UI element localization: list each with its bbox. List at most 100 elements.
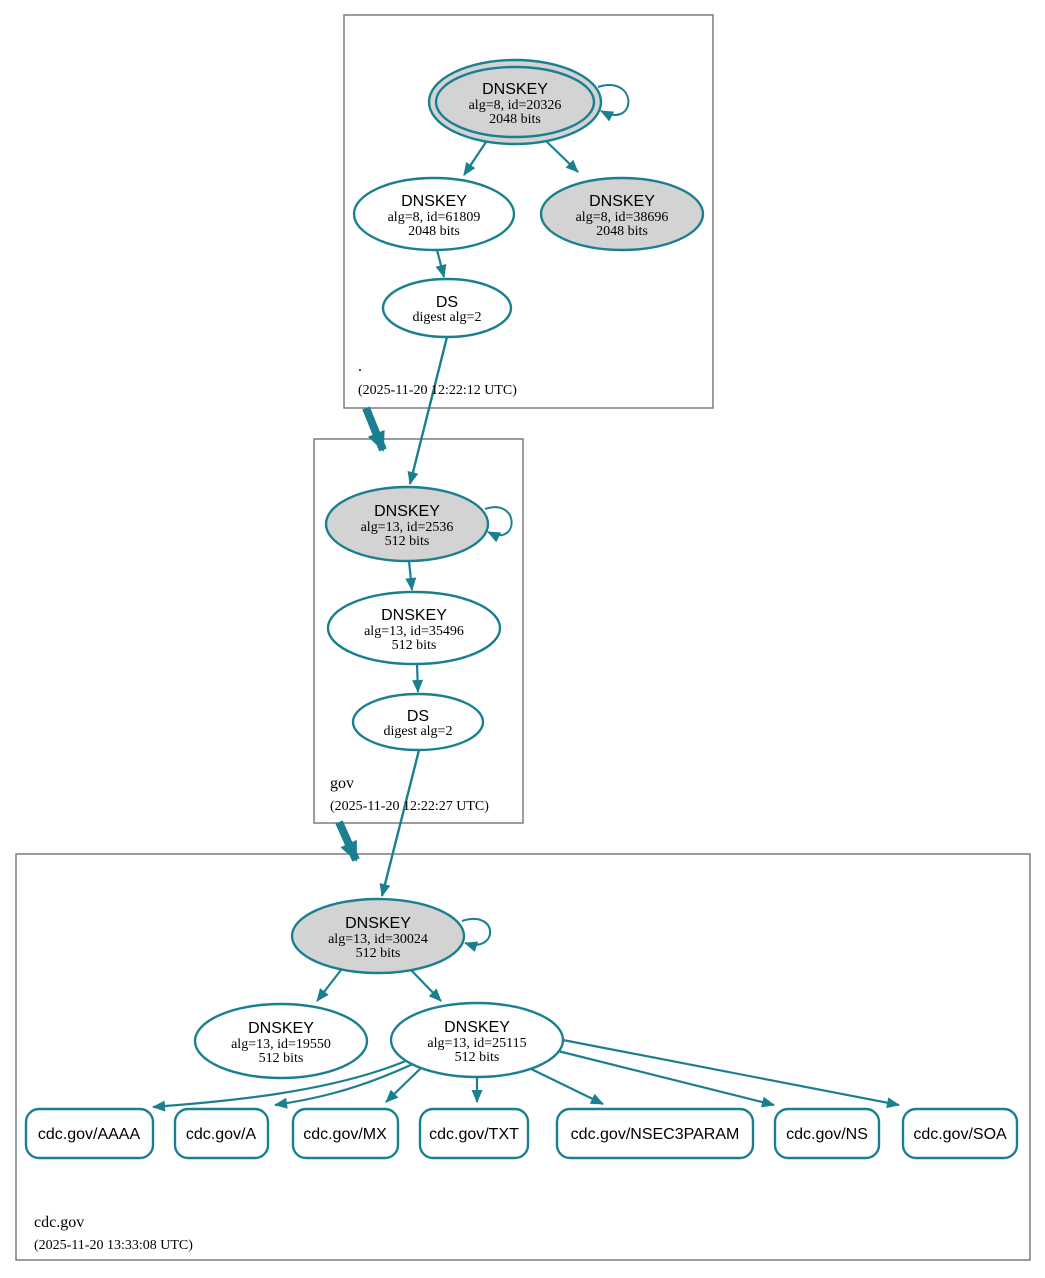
- ds-gov-ellipse: [351, 692, 485, 752]
- edge-gov-ksk-selfsign: [484, 506, 513, 543]
- dnskey-35496-title: DNSKEY: [381, 607, 447, 624]
- dnskey-2536-title: DNSKEY: [374, 503, 440, 520]
- edge-root-to-gov-delegation: [362, 406, 387, 452]
- rrset-aaaa-label: cdc.gov/AAAA: [38, 1126, 141, 1143]
- zone-box-root: [343, 14, 714, 409]
- dnskey-38696-ellipse: [539, 176, 705, 252]
- edge-root-ds-to-gov-ksk: [407, 336, 449, 485]
- rrset-txt-box: [418, 1107, 530, 1160]
- zone-label-cdc-gov: cdc.gov: [34, 1214, 84, 1231]
- edge-cdc-ksk-selfsign: [461, 918, 492, 952]
- dnskey-25115-bits: 512 bits: [455, 1050, 500, 1065]
- zone-timestamp-root: (2025-11-20 12:22:12 UTC): [358, 383, 517, 398]
- dnskey-61809-bits: 2048 bits: [408, 224, 460, 239]
- dnskey-19550-ellipse: [193, 1002, 369, 1080]
- rrset-cdc-gov-soa: cdc.gov/SOA: [901, 1107, 1019, 1160]
- rrset-cdc-gov-aaaa: cdc.gov/AAAA: [24, 1107, 155, 1160]
- edge-cdc-zsk-to-mx: [385, 1067, 422, 1103]
- ds-root-title: DS: [436, 294, 458, 311]
- dnskey-61809-ellipse: [352, 176, 516, 252]
- dnskey-20326-inner-ellipse: [434, 65, 596, 139]
- dnskey-30024-title: DNSKEY: [345, 915, 411, 932]
- node-dnskey-61809: DNSKEY alg=8, id=61809 2048 bits: [352, 176, 516, 252]
- edge-root-zsk-to-ds: [435, 249, 447, 278]
- dnskey-19550-title: DNSKEY: [248, 1020, 314, 1037]
- edge-cdc-zsk-to-nsec3param: [524, 1065, 604, 1105]
- zone-box-cdc-gov: [15, 853, 1031, 1261]
- dnskey-20326-bits: 2048 bits: [489, 112, 541, 127]
- edge-cdc-zsk-to-ns: [557, 1049, 775, 1108]
- node-dnskey-35496: DNSKEY alg=13, id=35496 512 bits: [326, 590, 502, 666]
- rrset-cdc-gov-nsec3param: cdc.gov/NSEC3PARAM: [555, 1107, 755, 1160]
- dnskey-25115-ellipse: [389, 1001, 565, 1079]
- zone-box-gov: [313, 438, 524, 824]
- rrset-nsec3param-label: cdc.gov/NSEC3PARAM: [571, 1126, 740, 1143]
- edge-gov-ds-to-cdc-ksk: [379, 749, 421, 897]
- edge-root-ksk-to-ksk2: [545, 140, 579, 173]
- dnskey-61809-detail: alg=8, id=61809: [388, 210, 481, 225]
- dnskey-19550-bits: 512 bits: [259, 1051, 304, 1066]
- rrset-cdc-gov-mx: cdc.gov/MX: [291, 1107, 400, 1160]
- rrset-nsec3param-box: [555, 1107, 755, 1160]
- dnskey-35496-bits: 512 bits: [392, 638, 437, 653]
- node-dnskey-38696: DNSKEY alg=8, id=38696 2048 bits: [539, 176, 705, 252]
- zone-label-gov: gov: [330, 775, 354, 792]
- dnskey-2536-bits: 512 bits: [385, 534, 430, 549]
- edge-cdc-ksk-to-key19550: [316, 969, 342, 1002]
- edge-gov-to-cdc-delegation: [335, 820, 360, 862]
- rrset-mx-box: [291, 1107, 400, 1160]
- node-dnskey-30024: DNSKEY alg=13, id=30024 512 bits: [290, 897, 466, 975]
- dnskey-61809-title: DNSKEY: [401, 193, 467, 210]
- rrset-ns-label: cdc.gov/NS: [786, 1126, 868, 1143]
- rrset-ns-box: [773, 1107, 881, 1160]
- dnskey-38696-title: DNSKEY: [589, 193, 655, 210]
- dnskey-2536-detail: alg=13, id=2536: [361, 520, 454, 535]
- rrset-txt-label: cdc.gov/TXT: [429, 1126, 519, 1143]
- edge-root-ksk-selfsign: [597, 84, 630, 122]
- edge-cdc-ksk-to-zsk: [410, 969, 442, 1002]
- rrset-soa-label: cdc.gov/SOA: [913, 1126, 1007, 1143]
- rrset-soa-box: [901, 1107, 1019, 1160]
- zone-label-root: .: [358, 358, 362, 375]
- rrset-aaaa-box: [24, 1107, 155, 1160]
- dnskey-35496-detail: alg=13, id=35496: [364, 624, 464, 639]
- dnskey-38696-detail: alg=8, id=38696: [576, 210, 669, 225]
- ds-gov-detail: digest alg=2: [384, 724, 453, 739]
- rrset-a-box: [173, 1107, 270, 1160]
- node-ds-gov: DS digest alg=2: [351, 692, 485, 752]
- rrset-cdc-gov-txt: cdc.gov/TXT: [418, 1107, 530, 1160]
- ds-root-ellipse: [381, 277, 513, 339]
- dnskey-2536-ellipse: [324, 485, 490, 563]
- dnskey-25115-detail: alg=13, id=25115: [427, 1036, 526, 1051]
- dnskey-20326-title: DNSKEY: [482, 81, 548, 98]
- dnskey-35496-ellipse: [326, 590, 502, 666]
- edge-cdc-zsk-to-soa: [562, 1038, 900, 1109]
- rrset-cdc-gov-a: cdc.gov/A: [173, 1107, 270, 1160]
- dnskey-38696-bits: 2048 bits: [596, 224, 648, 239]
- edge-cdc-zsk-to-a: [274, 1063, 414, 1109]
- edge-gov-zsk-to-ds: [412, 663, 424, 693]
- dnskey-30024-detail: alg=13, id=30024: [328, 932, 428, 947]
- rrset-mx-label: cdc.gov/MX: [303, 1126, 387, 1143]
- ds-gov-title: DS: [407, 708, 429, 725]
- edge-gov-ksk-to-zsk: [405, 560, 417, 591]
- node-dnskey-19550: DNSKEY alg=13, id=19550 512 bits: [193, 1002, 369, 1080]
- dnskey-20326-outer-ellipse: [427, 58, 603, 146]
- rrset-a-label: cdc.gov/A: [186, 1126, 257, 1143]
- node-dnskey-25115: DNSKEY alg=13, id=25115 512 bits: [389, 1001, 565, 1079]
- rrset-cdc-gov-ns: cdc.gov/NS: [773, 1107, 881, 1160]
- edge-cdc-zsk-to-aaaa: [152, 1058, 409, 1112]
- node-dnskey-20326: DNSKEY alg=8, id=20326 2048 bits: [427, 58, 603, 146]
- zone-timestamp-cdc-gov: (2025-11-20 13:33:08 UTC): [34, 1238, 193, 1253]
- zone-timestamp-gov: (2025-11-20 12:22:27 UTC): [330, 799, 489, 814]
- dnskey-30024-ellipse: [290, 897, 466, 975]
- edge-root-ksk-to-zsk: [463, 141, 487, 176]
- ds-root-detail: digest alg=2: [413, 310, 482, 325]
- dnskey-30024-bits: 512 bits: [356, 946, 401, 961]
- dnskey-19550-detail: alg=13, id=19550: [231, 1037, 331, 1052]
- dnskey-25115-title: DNSKEY: [444, 1019, 510, 1036]
- node-ds-root: DS digest alg=2: [381, 277, 513, 339]
- node-dnskey-2536: DNSKEY alg=13, id=2536 512 bits: [324, 485, 490, 563]
